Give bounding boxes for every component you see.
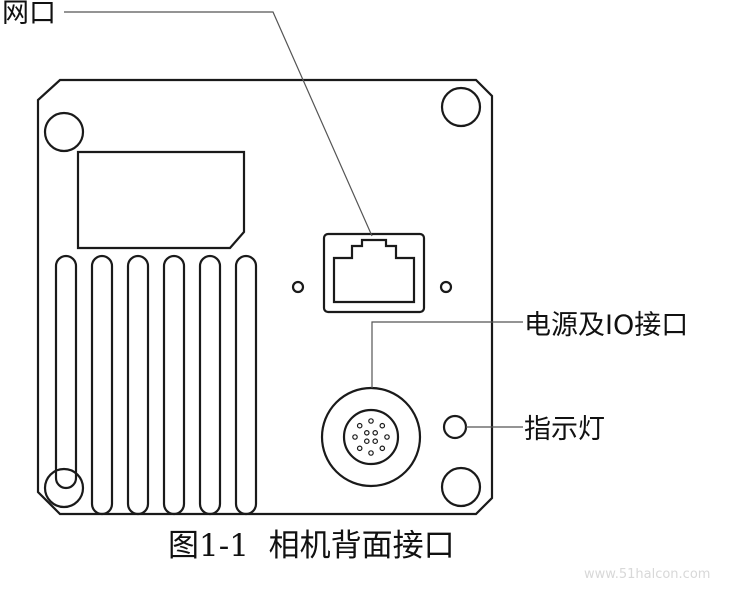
fin-4	[162, 254, 186, 516]
connector-pin-2	[379, 422, 386, 429]
mount-hole-bottom-left	[43, 467, 85, 509]
connector-pin-3	[384, 434, 390, 440]
label-power-io-port: 电源及IO接口	[524, 310, 688, 341]
camera-body-outline	[36, 78, 494, 516]
screw-hole-left	[291, 280, 305, 294]
screw-hole-right	[439, 280, 453, 294]
fin-3	[126, 254, 150, 516]
connector-pin-4	[379, 445, 386, 452]
fin-2	[90, 254, 114, 516]
network-port-frame	[322, 232, 426, 314]
label-indicator-light: 指示灯	[524, 414, 605, 445]
leader-power-io	[371, 321, 523, 388]
fin-1	[54, 254, 78, 490]
power-io-connector	[320, 386, 422, 488]
connector-pin-11	[363, 429, 370, 436]
network-port-socket	[332, 238, 416, 304]
connector-pin-6	[356, 445, 363, 452]
connector-pin-10	[363, 438, 370, 445]
connector-pin-5	[368, 450, 374, 456]
heat-sink-fins	[54, 254, 258, 516]
network-port	[322, 232, 426, 314]
connector-pins	[352, 418, 390, 456]
mount-hole-bottom-right	[440, 466, 482, 508]
label-network-port: 网口	[2, 0, 56, 29]
fin-5	[198, 254, 222, 516]
connector-pin-1	[368, 418, 374, 424]
connector-pin-8	[356, 422, 363, 429]
connector-inner-face	[342, 408, 400, 466]
leader-network-port	[64, 11, 373, 237]
connector-outer-ring	[320, 386, 422, 488]
mount-hole-top-right	[440, 86, 482, 128]
fin-6	[234, 254, 258, 516]
label-plate	[76, 150, 246, 250]
mount-hole-top-left	[43, 111, 85, 153]
watermark: www.51halcon.com	[584, 567, 710, 582]
figure-caption: 图1-1 相机背面接口	[168, 528, 455, 564]
connector-pin-9	[372, 438, 379, 445]
connector-pin-7	[352, 434, 358, 440]
indicator-light	[442, 414, 468, 440]
connector-pin-12	[372, 429, 379, 436]
